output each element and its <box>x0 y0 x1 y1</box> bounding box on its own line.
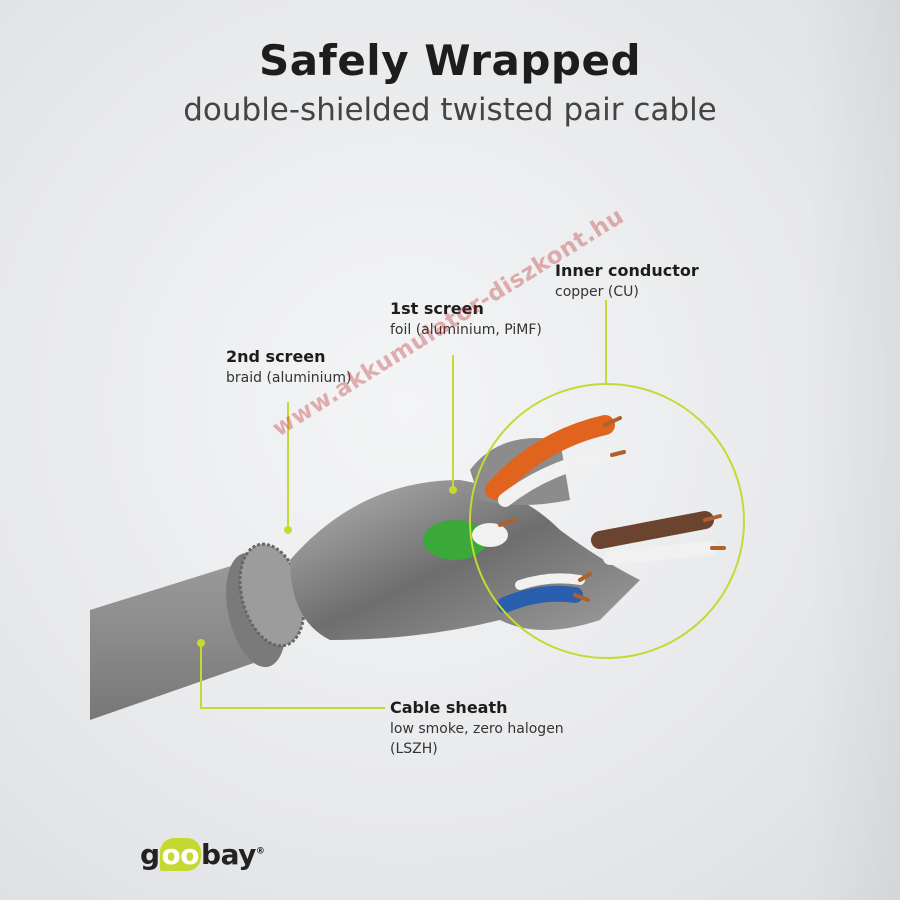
marker-dot <box>449 486 457 494</box>
label-2nd-screen: 2nd screen braid (aluminium) <box>226 346 352 388</box>
label-inner-conductor: Inner conductor copper (CU) <box>555 260 699 302</box>
registered-mark: ® <box>255 846 265 857</box>
leader-lines <box>200 300 745 709</box>
copper-conductors <box>498 416 726 602</box>
background-edge <box>808 0 900 900</box>
marker-dot <box>284 526 292 534</box>
logo-bubble: oo <box>159 838 202 871</box>
label-detail: copper (CU) <box>555 284 639 300</box>
label-heading: Inner conductor <box>555 261 699 280</box>
label-heading: 1st screen <box>390 299 484 318</box>
label-1st-screen: 1st screen foil (aluminium, PiMF) <box>390 298 542 340</box>
logo-text: g <box>140 838 160 871</box>
label-detail: foil (aluminium, PiMF) <box>390 322 542 338</box>
marker-dot <box>197 639 205 647</box>
label-heading: Cable sheath <box>390 698 508 717</box>
label-detail: (LSZH) <box>390 741 438 757</box>
logo-text: bay <box>201 838 256 871</box>
page-subtitle: double-shielded twisted pair cable <box>183 92 717 128</box>
label-detail: low smoke, zero halogen <box>390 721 564 737</box>
label-heading: 2nd screen <box>226 347 326 366</box>
label-detail: braid (aluminium) <box>226 370 352 386</box>
page-title: Safely Wrapped <box>258 36 642 85</box>
label-cable-sheath: Cable sheath low smoke, zero halogen (LS… <box>390 697 564 759</box>
brown-pair <box>591 511 714 549</box>
cable-sheath <box>90 560 267 720</box>
goobay-logo: goobay® <box>140 838 265 871</box>
blue-pair <box>497 585 583 613</box>
foil-shield <box>290 480 640 640</box>
orange-pair <box>485 415 615 500</box>
